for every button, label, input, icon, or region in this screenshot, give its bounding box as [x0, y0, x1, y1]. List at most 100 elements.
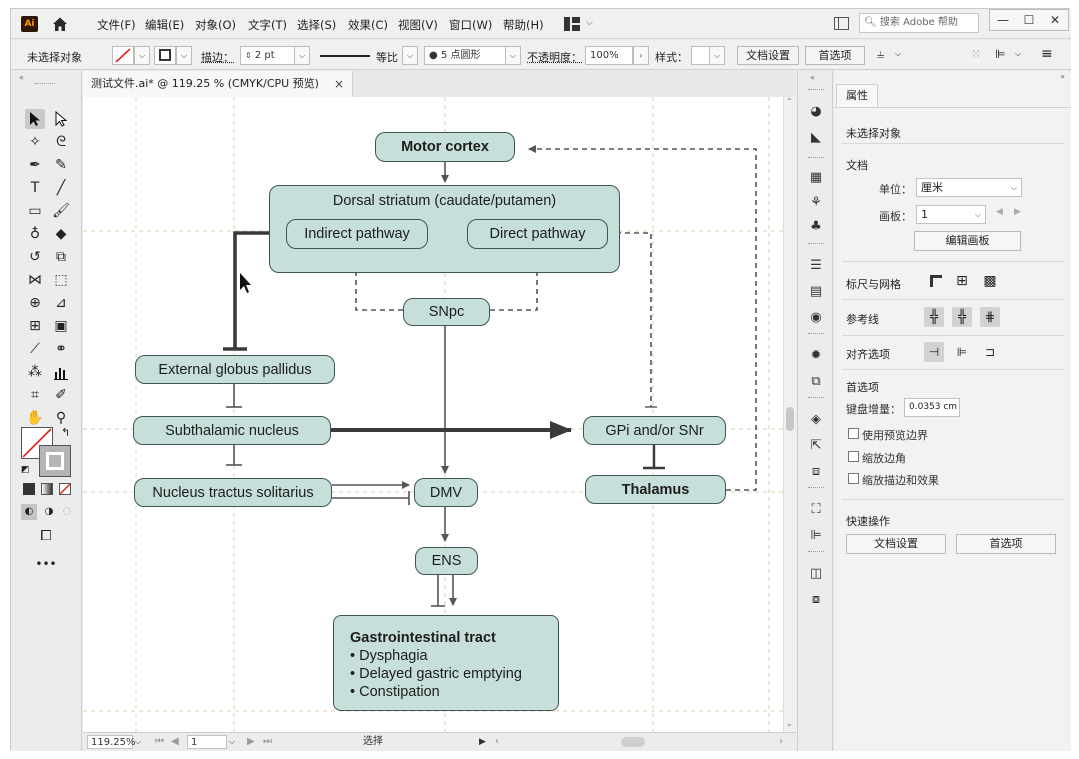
artboard-select[interactable]: 1⌵	[916, 205, 986, 224]
document-tab[interactable]: 测试文件.ai* @ 119.25 % (CMYK/CPU 预览) ×	[83, 71, 353, 97]
artboard-tool-icon[interactable]: ⌗	[31, 387, 39, 403]
next-artboard-icon[interactable]: ▶	[1014, 207, 1021, 217]
artboard-number-field[interactable]: 1	[187, 735, 227, 749]
prev-artboard-icon[interactable]: ◀	[996, 207, 1003, 217]
gradient-mode-icon[interactable]	[41, 483, 53, 495]
node-ens[interactable]: ENS	[415, 547, 478, 575]
scroll-left-icon[interactable]: ‹	[495, 736, 499, 747]
first-artboard-icon[interactable]: ⏮	[155, 736, 164, 747]
node-nucleus-tractus-solitarius[interactable]: Nucleus tractus solitarius	[134, 478, 332, 507]
stroke-label[interactable]: 描边：	[201, 51, 234, 64]
menu-effect[interactable]: 效果(C)	[348, 18, 389, 32]
draw-normal-icon[interactable]: ◐	[21, 504, 37, 520]
color-mode-icon[interactable]	[23, 483, 35, 495]
panel-menu-icon[interactable]: ≡	[1041, 46, 1053, 62]
grid-icon[interactable]: ⊞	[956, 273, 968, 289]
snap-to-glyph-icon[interactable]: ⊐	[984, 345, 996, 359]
screen-mode-icon[interactable]: ⧠	[40, 528, 52, 544]
panel-grip[interactable]	[35, 83, 55, 86]
menu-view[interactable]: 视图(V)	[398, 18, 438, 32]
artboard-canvas[interactable]: Motor cortex Dorsal striatum (caudate/pu…	[83, 97, 783, 732]
brush-dropdown[interactable]: ⌵	[505, 46, 521, 65]
tab-properties[interactable]: 属性	[836, 84, 878, 108]
scale-strokes-effects-checkbox[interactable]	[848, 473, 859, 484]
none-mode-icon[interactable]	[59, 483, 71, 495]
scroll-thumb[interactable]	[786, 407, 794, 431]
opacity-input[interactable]: 100%	[585, 46, 633, 65]
zoom-level-field[interactable]: 119.25%	[87, 735, 136, 749]
brush-definition[interactable]: ● 5 点圆形	[424, 46, 519, 65]
node-gastrointestinal-tract[interactable]: Gastrointestinal tract • Dysphagia • Del…	[333, 615, 559, 711]
units-select[interactable]: 厘米⌵	[916, 178, 1022, 197]
selection-tool-icon[interactable]	[25, 109, 45, 129]
artboards-icon[interactable]: ⧈	[811, 463, 821, 479]
chevron-down-icon[interactable]: ⌵	[135, 737, 142, 746]
lasso-icon[interactable]: ᘓ	[56, 134, 66, 150]
prev-artboard-icon[interactable]: ◀	[171, 736, 179, 747]
chevron-down-icon[interactable]: ⌵	[1015, 49, 1022, 58]
stroke-weight-dropdown[interactable]: ⌵	[294, 46, 310, 65]
layers-icon[interactable]: ◈	[811, 411, 821, 427]
edit-artboards-button[interactable]: 编辑画板	[914, 231, 1021, 251]
stroke-dropdown[interactable]: ⌵	[176, 46, 192, 65]
symbols-icon[interactable]: ♣	[810, 218, 822, 234]
draw-inside-icon[interactable]: ◌	[62, 506, 72, 517]
menu-object[interactable]: 对象(O)	[195, 18, 237, 32]
horizontal-scroll-thumb[interactable]	[621, 737, 645, 747]
quick-document-setup-button[interactable]: 文档设置	[846, 534, 946, 554]
node-external-globus-pallidus[interactable]: External globus pallidus	[135, 355, 335, 384]
scale-corners-checkbox[interactable]	[848, 451, 859, 462]
stroke-weight-input[interactable]: ⇕ 2 pt	[240, 46, 300, 65]
gradient-tool-icon[interactable]: ▣	[54, 318, 68, 334]
node-motor-cortex[interactable]: Motor cortex	[375, 132, 515, 162]
eyedropper-icon[interactable]: ⟋	[30, 341, 40, 357]
profile-dropdown[interactable]: ⌵	[402, 46, 418, 65]
style-dropdown[interactable]: ⌵	[709, 46, 725, 65]
menu-edit[interactable]: 编辑(E)	[145, 18, 185, 32]
shaper-tool-icon[interactable]: ♁	[29, 226, 41, 242]
swap-fill-stroke-icon[interactable]: ↰	[61, 426, 71, 439]
maximize-button[interactable]: ☐	[1023, 13, 1035, 27]
document-setup-button[interactable]: 文档设置	[737, 46, 799, 65]
stroke-panel-icon[interactable]: ☰	[810, 257, 822, 273]
eraser-icon[interactable]: ◆	[55, 226, 67, 242]
close-tab-icon[interactable]: ×	[333, 77, 344, 91]
collapse-icon[interactable]: «	[810, 73, 815, 82]
use-preview-bounds-checkbox[interactable]	[848, 428, 859, 439]
brushes-icon[interactable]: ⚘	[810, 194, 822, 210]
line-tool-icon[interactable]: ╱	[56, 180, 66, 196]
stroke-profile-label[interactable]: 等比	[376, 51, 398, 64]
scroll-down-icon[interactable]: ⌄	[786, 719, 793, 728]
fill-swatch[interactable]	[112, 46, 134, 65]
rulers-icon[interactable]	[926, 271, 946, 291]
symbol-sprayer-icon[interactable]: ⁂	[28, 364, 42, 380]
pathfinder-icon[interactable]: ◫	[809, 565, 823, 581]
snap-to-point-icon[interactable]: ⊣	[924, 342, 944, 362]
stroke-color-icon[interactable]	[39, 445, 71, 477]
blend-tool-icon[interactable]: ⚭	[55, 341, 67, 357]
isolate-icon[interactable]: ⊫	[995, 47, 1006, 61]
smart-guides-icon[interactable]: ⋕	[980, 307, 1000, 327]
transparency-icon[interactable]: ◉	[810, 309, 822, 325]
minimize-button[interactable]: —	[997, 13, 1009, 27]
rotate-tool-icon[interactable]: ↺	[29, 249, 41, 265]
direct-selection-tool-icon[interactable]	[51, 109, 71, 129]
preferences-button[interactable]: 首选项	[805, 46, 865, 65]
slice-tool-icon[interactable]: ✐	[55, 387, 67, 403]
fill-dropdown[interactable]: ⌵	[134, 46, 150, 65]
stroke-swatch[interactable]	[154, 46, 176, 65]
scale-tool-icon[interactable]: ⧉	[56, 249, 66, 265]
workspace-switcher-icon[interactable]	[564, 17, 580, 31]
keyboard-increment-input[interactable]: 0.0353 cm	[904, 398, 960, 417]
chevron-down-icon[interactable]: ⌵	[586, 18, 593, 28]
node-gpi-snr[interactable]: GPi and/or SNr	[583, 416, 726, 445]
free-transform-icon[interactable]: ⬚	[54, 272, 68, 288]
expand-icon[interactable]: »	[1060, 72, 1065, 81]
node-snpc[interactable]: SNpc	[403, 298, 490, 326]
node-subthalamic-nucleus[interactable]: Subthalamic nucleus	[133, 416, 331, 445]
width-tool-icon[interactable]: ⋈	[28, 272, 42, 288]
node-direct-pathway[interactable]: Direct pathway	[467, 219, 608, 249]
color-guide-icon[interactable]: ◕	[810, 103, 822, 119]
chevron-down-icon[interactable]: ⌵	[229, 737, 236, 746]
align-icon[interactable]: ⫨	[877, 47, 885, 62]
